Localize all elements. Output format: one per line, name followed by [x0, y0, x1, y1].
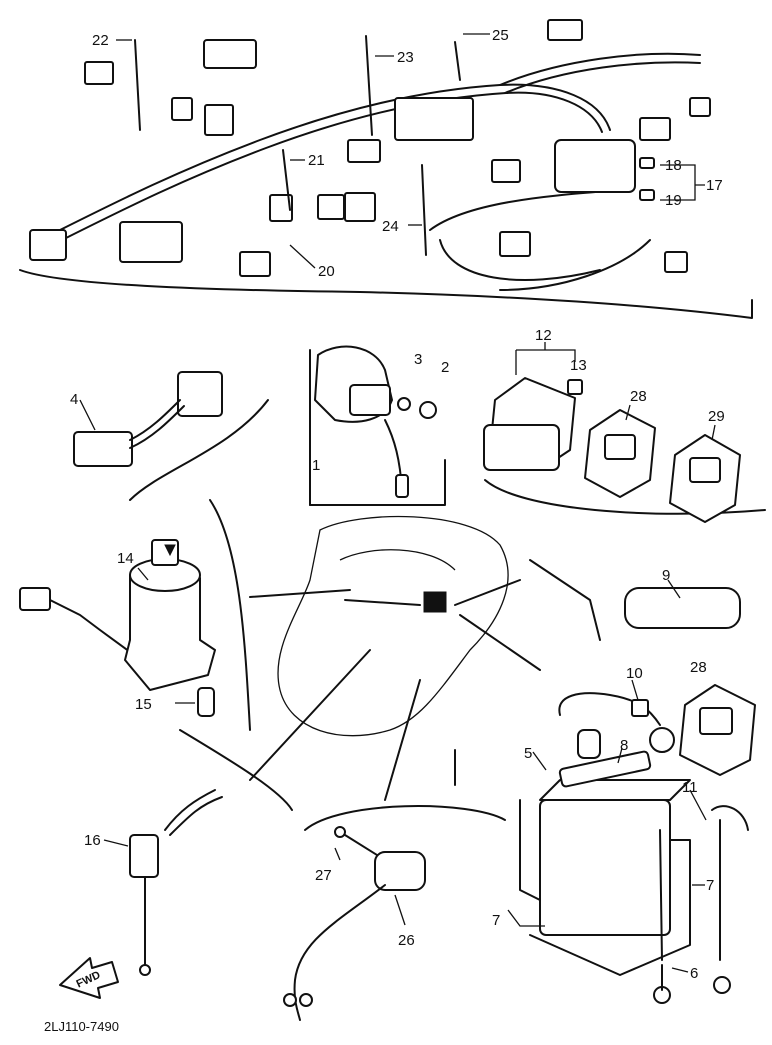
harness-connector-m [639, 117, 671, 141]
relay-group [483, 342, 741, 523]
callout-12: 12 [535, 327, 552, 344]
cable-tie-22 [134, 39, 141, 131]
callout-7b: 7 [492, 912, 500, 929]
battery-5 [539, 799, 671, 936]
harness-connector-g [204, 104, 234, 136]
harness-connector-k [344, 192, 376, 222]
cable-tie-23 [365, 35, 373, 136]
callout-11: 11 [682, 779, 698, 796]
harness-connector-b [119, 221, 183, 263]
callout-16: 16 [84, 832, 101, 849]
callout-24: 24 [382, 218, 399, 235]
frame-mounting-sketch [249, 515, 541, 801]
harness-connector-n [689, 97, 711, 117]
lead-wire-4 [73, 371, 223, 467]
callout-22: 22 [92, 32, 109, 49]
callout-25: 25 [492, 27, 509, 44]
callout-23: 23 [397, 49, 414, 66]
callout-4: 4 [70, 391, 78, 408]
callout-26: 26 [398, 932, 415, 949]
starter-relay-center [423, 591, 447, 613]
starter-relay-part [314, 345, 437, 498]
cable-tie-25 [454, 41, 461, 81]
battery-group [507, 747, 749, 1004]
callout-28b: 28 [690, 659, 707, 676]
callout-2: 2 [441, 359, 449, 376]
callout-28a: 28 [630, 388, 647, 405]
clip-13 [567, 379, 583, 395]
harness-panel-outline [19, 269, 753, 319]
harness-connector-l [499, 231, 531, 257]
callout-20: 20 [318, 263, 335, 280]
harness-connector-a [203, 39, 257, 69]
harness-connector-i [239, 251, 271, 277]
callout-29: 29 [708, 408, 725, 425]
fuse-holder-10 [558, 679, 675, 759]
harness-connector-h [171, 97, 193, 121]
cable-tie-21 [282, 149, 291, 211]
washer-2 [419, 401, 437, 419]
harness-connector-f [84, 61, 114, 85]
drawing-code: 2LJ110-7490 [44, 1019, 119, 1034]
callout-6: 6 [690, 965, 698, 982]
switch-26 [283, 826, 426, 1021]
callout-18: 18 [665, 157, 682, 174]
harness-trunk [59, 83, 611, 231]
callout-10: 10 [626, 665, 643, 682]
callout-13: 13 [570, 357, 587, 374]
main-switch-group [19, 539, 216, 717]
callout-1: 1 [312, 457, 320, 474]
harness-connector-j [317, 194, 345, 220]
callout-3: 3 [414, 351, 422, 368]
fuse-19 [639, 189, 655, 201]
switch-16 [103, 789, 223, 976]
battery-band-9 [624, 579, 741, 629]
harness-connector-s [664, 251, 688, 273]
callout-15: 15 [135, 696, 152, 713]
callout-27: 27 [315, 867, 332, 884]
cable-tie-24 [421, 164, 427, 256]
callout-labels: 1 2 3 4 5 6 7 7 8 9 10 11 12 13 14 15 16… [44, 27, 725, 1034]
callout-21: 21 [308, 152, 325, 169]
callout-7a: 7 [706, 877, 714, 894]
harness-connector-c [394, 97, 474, 141]
fuse-18 [639, 157, 655, 169]
harness-connector-r [269, 194, 293, 222]
harness-connector-p [491, 159, 521, 183]
harness-connector-e [29, 229, 67, 261]
fwd-direction-arrow: FWD [59, 957, 119, 999]
nut-3 [397, 397, 411, 411]
callout-5: 5 [524, 745, 532, 762]
harness-connector-o [547, 19, 583, 41]
harness-connector-q [347, 139, 381, 163]
harness-connector-d [554, 139, 636, 193]
callout-8: 8 [620, 737, 628, 754]
screw-27 [334, 826, 346, 838]
neutral-switch-15 [197, 687, 215, 717]
callout-9: 9 [662, 567, 670, 584]
callout-17: 17 [706, 177, 723, 194]
callout-19: 19 [665, 192, 682, 209]
wire-harness-group [19, 19, 753, 319]
callout-14: 14 [117, 550, 134, 567]
regulator-28-lower [679, 684, 756, 776]
